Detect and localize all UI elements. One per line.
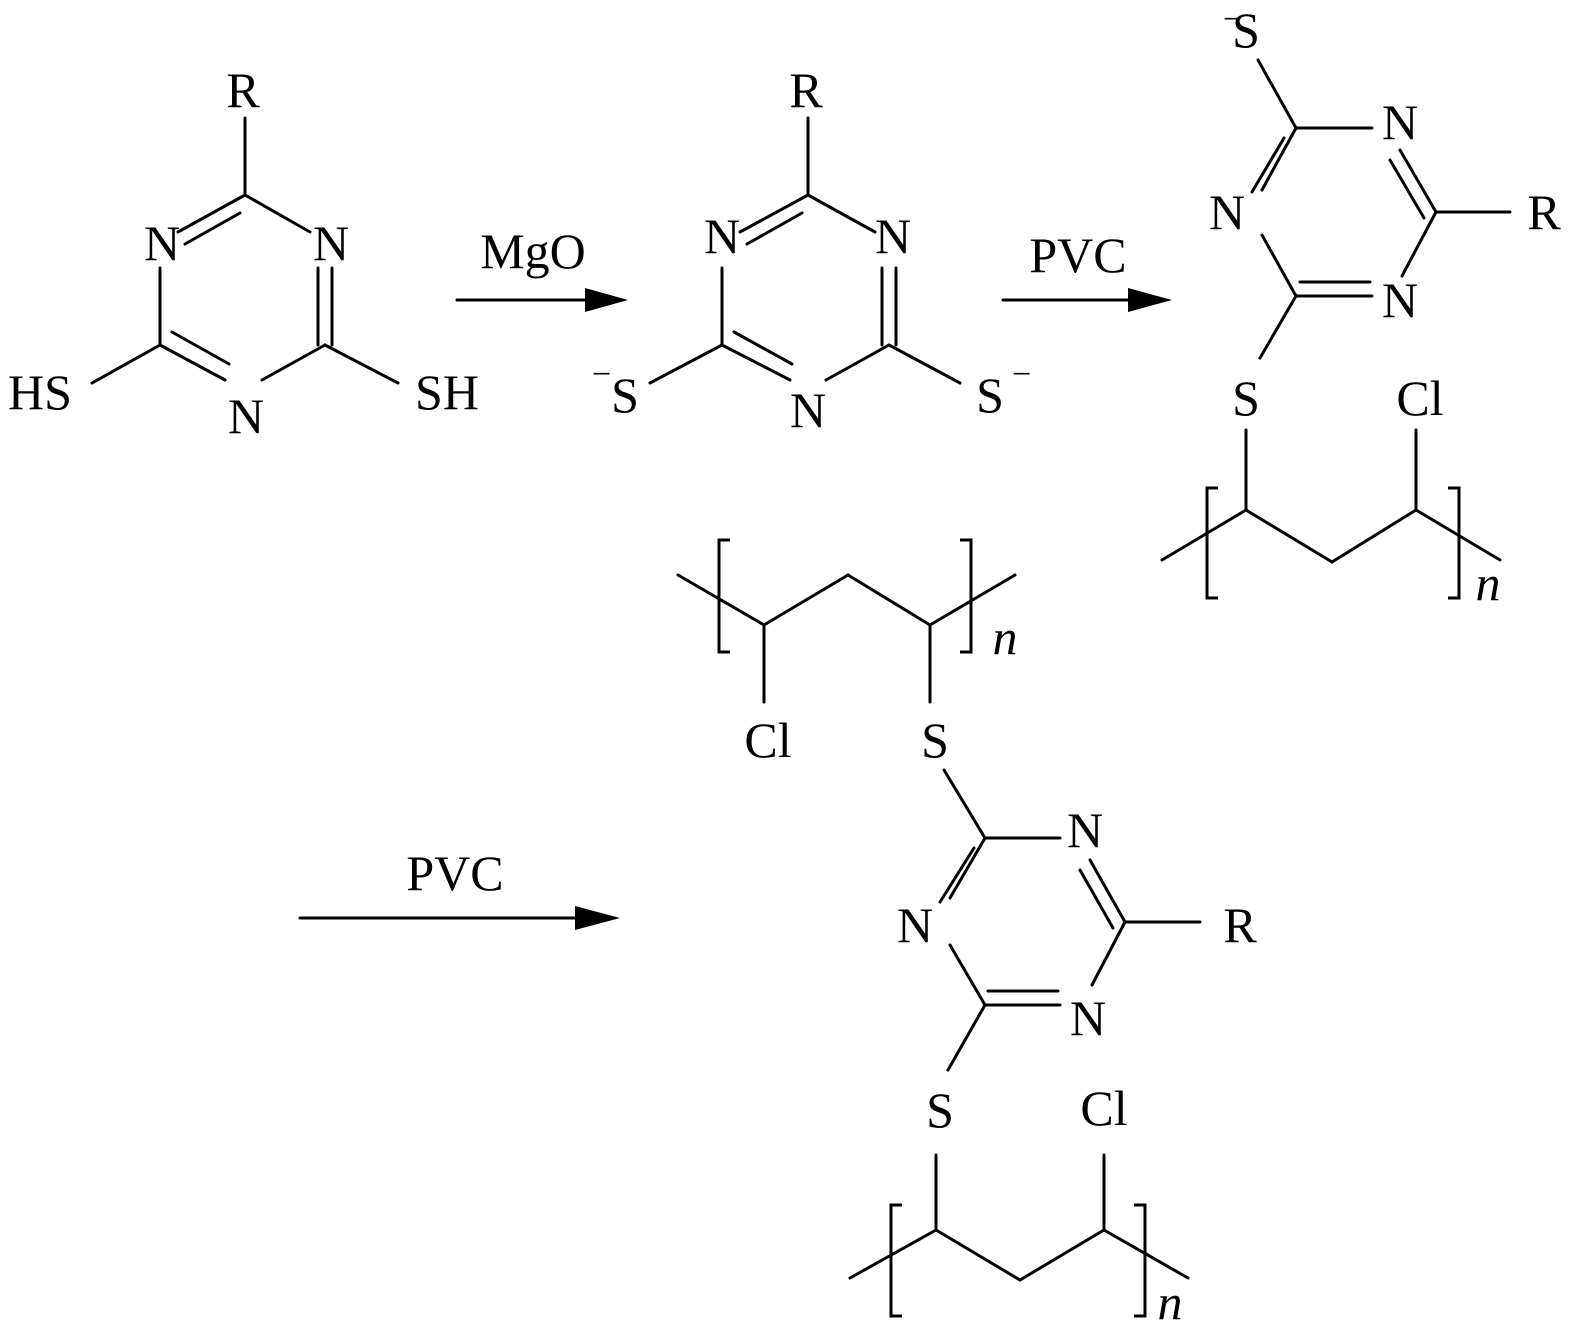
atom-N: N	[1209, 184, 1245, 240]
atom-S: S	[926, 1082, 954, 1138]
repeat-subscript: n	[1158, 1274, 1183, 1330]
repeat-subscript: n	[993, 609, 1018, 665]
reaction-arrow-1: MgO	[455, 223, 628, 312]
reagent-mgo: MgO	[480, 223, 586, 279]
molecule-mono-grafted: − S N N R N S Cl n	[1160, 1, 1561, 611]
reaction-arrow-3: PVC	[298, 845, 620, 930]
atom-N: N	[1067, 802, 1103, 858]
atom-N: N	[1070, 990, 1106, 1046]
molecule-triazine-dithiol: R N N N HS SH	[8, 62, 479, 444]
atom-SH: SH	[415, 364, 479, 420]
atom-N: N	[1382, 94, 1418, 150]
atom-R: R	[1527, 184, 1561, 240]
atom-Cl: Cl	[744, 712, 791, 768]
atom-N: N	[313, 215, 349, 271]
atom-S: S	[976, 367, 1004, 423]
atom-R: R	[789, 62, 823, 118]
atom-S: S	[1232, 2, 1260, 58]
molecule-triazine-dithiolate: R N N N − S S −	[592, 62, 1031, 438]
reagent-pvc: PVC	[1029, 227, 1126, 283]
atom-S: S	[1232, 370, 1260, 426]
atom-N: N	[875, 208, 911, 264]
atom-N: N	[790, 382, 826, 438]
atom-R: R	[1223, 897, 1257, 953]
atom-HS: HS	[8, 364, 72, 420]
atom-N: N	[897, 897, 933, 953]
atom-Cl: Cl	[1080, 1080, 1127, 1136]
atom-N: N	[704, 208, 740, 264]
atom-N: N	[144, 215, 180, 271]
atom-N: N	[1382, 272, 1418, 328]
atom-N: N	[228, 388, 264, 444]
reagent-pvc: PVC	[406, 845, 503, 901]
charge-minus: −	[1223, 1, 1242, 38]
charge-minus: −	[592, 356, 611, 393]
reaction-arrow-2: PVC	[1001, 227, 1172, 312]
charge-minus: −	[1012, 356, 1031, 393]
molecule-di-grafted: n Cl S N N R N S Cl n	[676, 538, 1257, 1330]
atom-Cl: Cl	[1396, 370, 1443, 426]
repeat-subscript: n	[1476, 555, 1501, 611]
atom-S: S	[921, 712, 949, 768]
atom-S: S	[611, 367, 639, 423]
atom-R: R	[226, 62, 260, 118]
